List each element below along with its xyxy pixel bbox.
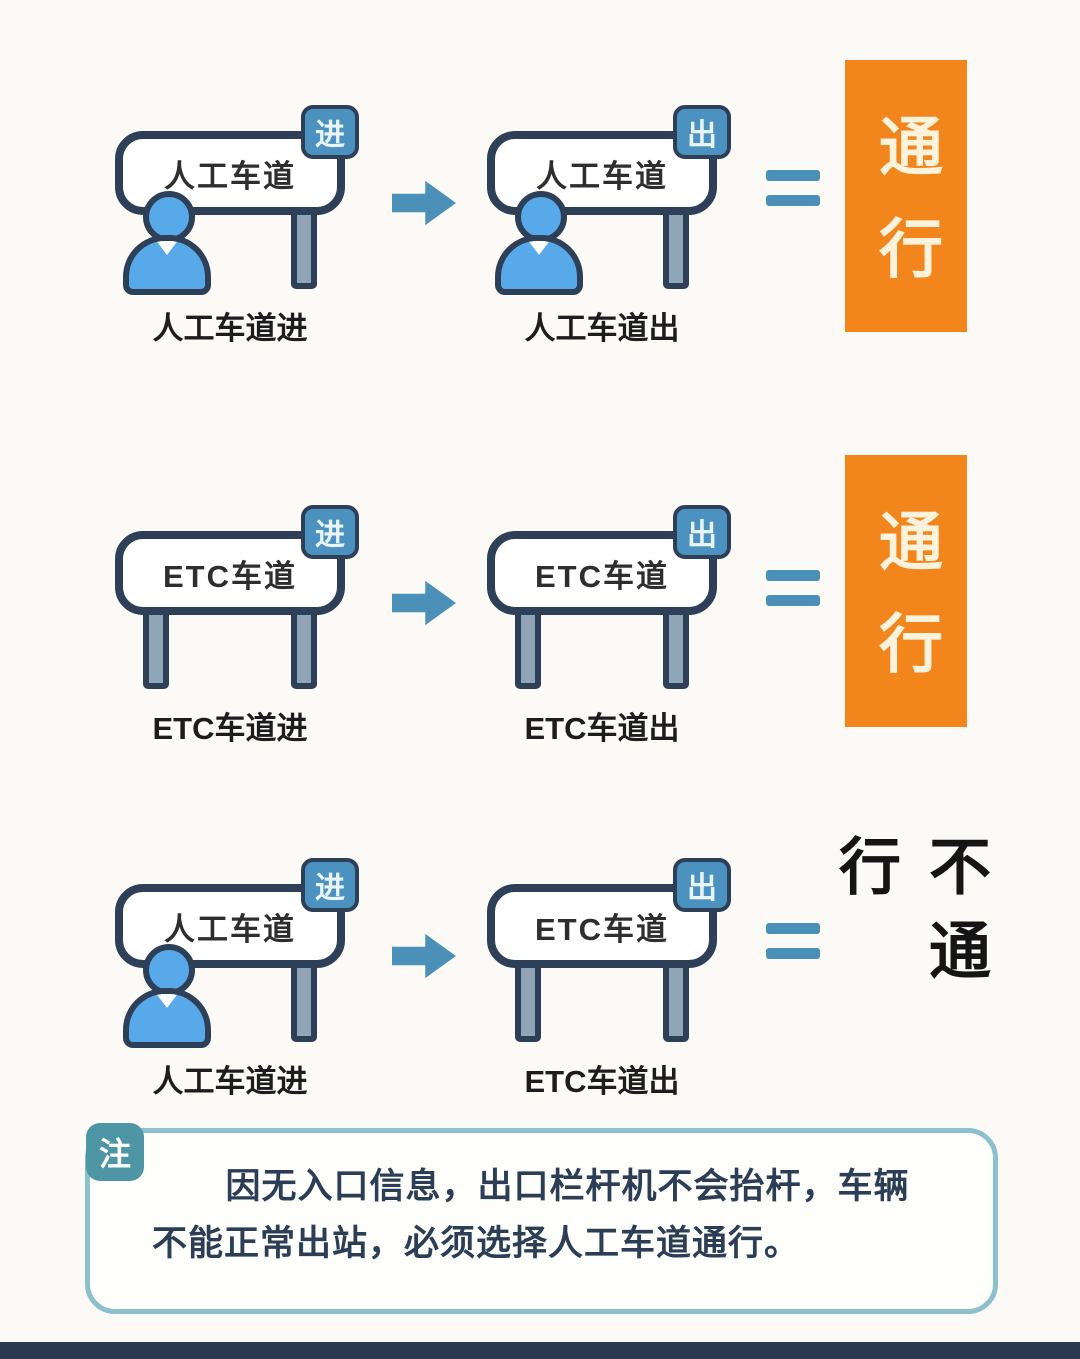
note-box: 注 因无入口信息，出口栏杆机不会抬杆，车辆不能正常出站，必须选择人工车道通行。 [85, 1123, 998, 1314]
sign-leg [143, 609, 169, 689]
sign-legs [487, 962, 717, 1044]
badge-label: 出 [687, 519, 717, 552]
lane-caption: ETC车道进 [152, 711, 308, 746]
exit-badge: 出 [673, 505, 731, 559]
equals-icon [766, 170, 820, 206]
pass-result-box: 通行 [845, 455, 967, 727]
footer-strip [0, 1342, 1080, 1359]
note-badge: 注 [86, 1123, 144, 1181]
sign-leg [291, 962, 317, 1042]
pass-result-text: 通行 [870, 508, 942, 712]
lane-sign-etc-exit: 出 ETC车道 ETC车道出 [487, 858, 731, 1101]
no-pass-result-text: 不通行 [829, 834, 988, 1002]
exit-badge: 出 [673, 105, 731, 159]
equals-icon [766, 923, 820, 959]
sign-leg [515, 962, 541, 1042]
lane-label: 人工车道 [164, 158, 296, 194]
badge-label: 进 [315, 519, 345, 552]
lane-label: ETC车道 [535, 911, 669, 947]
sign-leg [291, 209, 317, 289]
equals-bar [766, 595, 820, 606]
lane-caption: 人工车道进 [152, 1064, 308, 1099]
lane-sign-manual-exit: 出 人工车道 人工车道出 [487, 105, 731, 348]
pass-result-box: 通行 [845, 60, 967, 332]
person-torso [123, 235, 211, 295]
lane-caption: 人工车道进 [152, 311, 308, 346]
lane-sign-manual-entry: 进 人工车道 人工车道进 [115, 858, 359, 1101]
equals-bar [766, 948, 820, 959]
sign-legs [487, 609, 717, 691]
sign-legs [115, 609, 345, 691]
person-icon [123, 944, 215, 1048]
lane-caption: ETC车道出 [524, 711, 680, 746]
lane-board: ETC车道 [487, 531, 717, 615]
sign-leg [291, 609, 317, 689]
sign-legs [115, 962, 345, 1044]
entry-badge: 进 [301, 105, 359, 159]
pass-result-text: 通行 [870, 113, 942, 317]
equals-bar [766, 570, 820, 581]
badge-label: 进 [315, 872, 345, 905]
arrow-right-icon [392, 933, 456, 979]
lane-label: ETC车道 [163, 558, 297, 594]
person-icon [495, 191, 587, 295]
lane-board: ETC车道 [115, 531, 345, 615]
person-icon [123, 191, 215, 295]
sign-legs [115, 209, 345, 291]
lane-sign-manual-entry: 进 人工车道 人工车道进 [115, 105, 359, 348]
lane-label: 人工车道 [536, 158, 668, 194]
sign-leg [663, 209, 689, 289]
equals-bar [766, 170, 820, 181]
badge-label: 出 [687, 872, 717, 905]
lane-label: 人工车道 [164, 911, 296, 947]
badge-label: 进 [315, 119, 345, 152]
sign-leg [663, 609, 689, 689]
entry-badge: 进 [301, 505, 359, 559]
entry-badge: 进 [301, 858, 359, 912]
lane-sign-etc-exit: 出 ETC车道 ETC车道出 [487, 505, 731, 748]
lane-sign-etc-entry: 进 ETC车道 ETC车道进 [115, 505, 359, 748]
person-torso [495, 235, 583, 295]
lane-caption: 人工车道出 [524, 311, 680, 346]
equals-bar [766, 195, 820, 206]
badge-label: 出 [687, 119, 717, 152]
no-pass-result: 不通行 [829, 812, 988, 1072]
equals-bar [766, 923, 820, 934]
lane-caption: ETC车道出 [524, 1064, 680, 1099]
person-torso [123, 988, 211, 1048]
equals-icon [766, 570, 820, 606]
arrow-right-icon [392, 580, 456, 626]
sign-leg [663, 962, 689, 1042]
sign-leg [515, 609, 541, 689]
lane-label: ETC车道 [535, 558, 669, 594]
arrow-right-icon [392, 180, 456, 226]
note-text: 因无入口信息，出口栏杆机不会抬杆，车辆不能正常出站，必须选择人工车道通行。 [152, 1167, 910, 1263]
exit-badge: 出 [673, 858, 731, 912]
